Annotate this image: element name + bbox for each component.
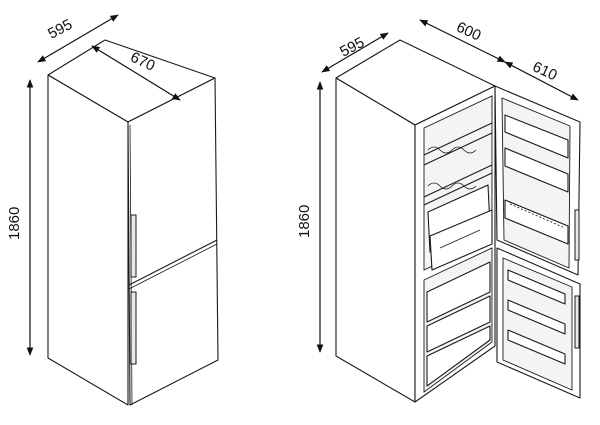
dim-closed-width: 595: [45, 16, 75, 43]
dim-line-closed-depth: [91, 45, 181, 101]
fridge-open-freezer-drawer-2: [426, 295, 491, 353]
dim-line-open-width: [321, 32, 389, 73]
fridge-open-lower-handle: [574, 295, 580, 349]
dim-line-open-depth-door: [504, 61, 579, 101]
fridge-open-door-shelf-1: [504, 114, 569, 159]
fridge-closed-door-split: [128, 239, 218, 286]
fridge-open-freezer-drawer-3: [426, 325, 491, 387]
fridge-open-door-shelf-2: [504, 147, 569, 193]
fridge-open: 595 600 610 1860: [296, 19, 581, 403]
dim-open-depth-door: 610: [530, 58, 560, 84]
fridge-open-rack: [427, 146, 477, 154]
fridge-closed-upper-handle: [130, 214, 137, 278]
dim-closed-height: 1860: [6, 207, 23, 240]
fridge-open-freezer-drawer-1: [426, 261, 491, 323]
dim-open-width: 595: [337, 34, 367, 61]
fridge-closed-front-face: [127, 77, 219, 406]
fridge-open-side-face: [335, 77, 416, 403]
fridge-closed: 595 670 1860: [6, 14, 219, 406]
dim-open-depth: 600: [454, 19, 484, 45]
dim-line-closed-width: [37, 14, 119, 63]
fridge-open-upper-handle: [574, 209, 580, 261]
fridge-closed-lower-handle: [130, 291, 137, 365]
fridge-open-door-shelf-3: [504, 199, 569, 245]
dim-open-height: 1860: [296, 205, 313, 238]
dim-line-open-depth: [419, 19, 506, 63]
fridge-closed-side-face: [47, 74, 129, 406]
